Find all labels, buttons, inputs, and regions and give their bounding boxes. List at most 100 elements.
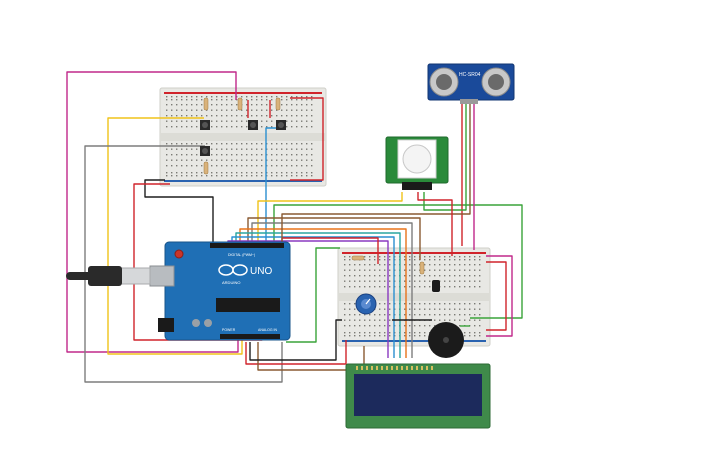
push-button-cap[interactable] [250, 122, 256, 128]
breadboard-top[interactable] [159, 87, 327, 187]
breadboard-hole [236, 115, 238, 117]
breadboard-hole [459, 256, 461, 258]
breadboard-hole [271, 172, 273, 174]
breadboard-hole [409, 280, 411, 282]
breadboard-hole [374, 264, 376, 266]
breadboard-hole [404, 269, 406, 271]
breadboard-hole [384, 256, 386, 258]
breadboard-hole [216, 99, 218, 101]
breadboard-hole [236, 175, 238, 177]
power-jack-icon [158, 318, 174, 332]
lcd-pin [361, 366, 363, 370]
breadboard-hole [301, 126, 303, 128]
breadboard-hole [429, 308, 431, 310]
push-button-cap[interactable] [202, 148, 208, 154]
breadboard-hole [424, 325, 426, 327]
ultrasonic-sensor[interactable]: HC-SR04 [427, 63, 515, 104]
breadboard-hole [479, 308, 481, 310]
wire-sonar-brown [281, 104, 471, 244]
breadboard-hole [216, 172, 218, 174]
breadboard-hole [171, 154, 173, 156]
breadboard-hole [479, 335, 481, 337]
breadboard-hole [459, 259, 461, 261]
breadboard-hole [211, 109, 213, 111]
breadboard-hole [449, 280, 451, 282]
wire-pir-red [417, 192, 453, 256]
lcd-display[interactable] [345, 363, 491, 429]
breadboard-hole [231, 99, 233, 101]
breadboard-hole [389, 269, 391, 271]
breadboard-hole [454, 269, 456, 271]
breadboard-hole [469, 256, 471, 258]
push-buttons [200, 120, 286, 156]
breadboard-hole [281, 159, 283, 161]
breadboard-hole [414, 308, 416, 310]
breadboard-hole [444, 319, 446, 321]
breadboard-hole [429, 269, 431, 271]
breadboard-hole [389, 259, 391, 261]
breadboard-hole [474, 256, 476, 258]
breadboard-hole [181, 143, 183, 145]
pir-sensor[interactable] [385, 136, 449, 190]
sonar-label: HC-SR04 [459, 72, 481, 78]
breadboard-hole [454, 308, 456, 310]
breadboard-hole [464, 280, 466, 282]
push-button-cap[interactable] [202, 122, 208, 128]
breadboard-hole [349, 332, 351, 334]
breadboard-hole [301, 143, 303, 145]
breadboard-hole [286, 143, 288, 145]
breadboard-hole [221, 120, 223, 122]
breadboard-hole [286, 148, 288, 150]
lcd-pin [416, 366, 418, 370]
potentiometer[interactable] [355, 293, 377, 315]
breadboard-hole [389, 303, 391, 305]
breadboard-hole [414, 269, 416, 271]
breadboard-hole [409, 286, 411, 288]
push-button-cap[interactable] [278, 122, 284, 128]
breadboard-hole [474, 332, 476, 334]
breadboard-hole [291, 165, 293, 167]
breadboard-hole [359, 332, 361, 334]
temperature-sensor[interactable] [432, 280, 440, 292]
breadboard-hole [414, 335, 416, 337]
breadboard-hole [409, 314, 411, 316]
reset-button-icon[interactable] [174, 249, 184, 259]
breadboard-hole [439, 269, 441, 271]
breadboard-hole [261, 115, 263, 117]
breadboard-hole [291, 148, 293, 150]
breadboard-hole [464, 286, 466, 288]
breadboard-hole [281, 99, 283, 101]
breadboard-hole [241, 165, 243, 167]
breadboard-hole [166, 99, 168, 101]
breadboard-hole [231, 172, 233, 174]
breadboard-hole [231, 104, 233, 106]
breadboard-hole [379, 264, 381, 266]
breadboard-hole [271, 115, 273, 117]
breadboard-hole [261, 96, 263, 98]
breadboard-hole [434, 308, 436, 310]
breadboard-hole [384, 303, 386, 305]
breadboard-hole [236, 126, 238, 128]
breadboard-hole [291, 154, 293, 156]
breadboard-hole [181, 115, 183, 117]
breadboard-hole [459, 269, 461, 271]
breadboard-hole [216, 154, 218, 156]
breadboard-hole [444, 314, 446, 316]
arduino-uno[interactable]: UNO ARDUINO DIGITAL (PWM~) POWER ANALOG … [149, 241, 291, 341]
breadboard-hole [221, 109, 223, 111]
breadboard-hole [186, 126, 188, 128]
breadboard-hole [301, 120, 303, 122]
breadboard-hole [434, 264, 436, 266]
breadboard-hole [349, 275, 351, 277]
breadboard-hole [419, 314, 421, 316]
breadboard-hole [176, 126, 178, 128]
breadboard-hole [374, 335, 376, 337]
breadboard-hole [474, 280, 476, 282]
wire-red-right [486, 261, 507, 331]
breadboard-hole [311, 109, 313, 111]
breadboard-hole [409, 325, 411, 327]
breadboard-hole [176, 172, 178, 174]
piezo-buzzer[interactable] [428, 322, 464, 358]
breadboard-hole [464, 269, 466, 271]
breadboard-hole [379, 325, 381, 327]
